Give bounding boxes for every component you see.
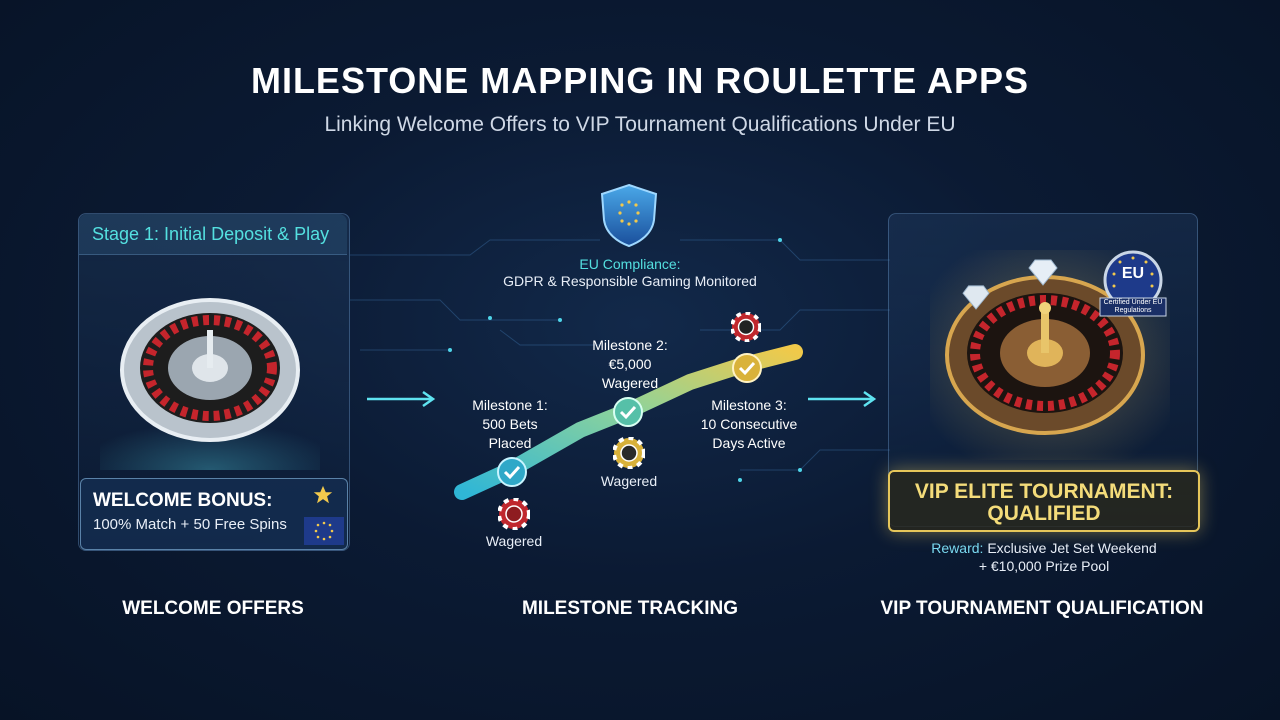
checkmark-icon xyxy=(497,457,527,487)
column-label-vip: VIP TOURNAMENT QUALIFICATION xyxy=(880,598,1204,619)
milestone-1: Milestone 1: 500 Bets Placed xyxy=(450,396,570,453)
stage-label: Stage 1: Initial Deposit & Play xyxy=(92,224,330,244)
reward-detail: Exclusive Jet Set Weekend xyxy=(987,540,1157,556)
bonus-title: WELCOME BONUS: xyxy=(93,490,273,511)
column-label-welcome: WELCOME OFFERS xyxy=(122,598,304,619)
checkmark-icon xyxy=(732,353,762,383)
reward-label: Reward: xyxy=(931,540,984,556)
milestone-2: Milestone 2: €5,000 Wagered xyxy=(570,336,690,393)
milestone-3-title: Milestone 3: xyxy=(711,397,787,413)
checkmark-icon xyxy=(613,397,643,427)
milestone-3: Milestone 3: 10 Consecutive Days Active xyxy=(684,396,814,453)
page-title: MILESTONE MAPPING IN ROULETTE APPS xyxy=(250,60,1030,101)
milestone-1-value: 500 Bets xyxy=(482,416,538,432)
casino-chip-icon xyxy=(613,437,645,469)
milestone-3-value: 10 Consecutive xyxy=(700,416,798,432)
roulette-wheel-gold-icon xyxy=(930,250,1170,460)
chip-label-wagered: Wagered xyxy=(485,533,543,549)
welcome-bonus-card xyxy=(80,478,348,550)
milestone-2-title: Milestone 2: xyxy=(592,337,668,353)
reward-line-1: Reward: Exclusive Jet Set Weekend xyxy=(888,540,1200,556)
stage-header xyxy=(79,214,347,255)
arrow-right-icon xyxy=(367,390,436,408)
reward-line-2: + €10,000 Prize Pool xyxy=(978,558,1110,574)
diamond-icon xyxy=(1028,259,1058,286)
compliance-title: EU Compliance: xyxy=(579,256,681,272)
eu-shield-icon xyxy=(600,183,658,248)
column-label-tracking: MILESTONE TRACKING xyxy=(521,598,739,619)
milestone-3-desc: Days Active xyxy=(712,435,786,451)
star-icon xyxy=(313,485,333,504)
milestone-2-value: €5,000 xyxy=(608,356,652,372)
milestone-1-desc: Placed xyxy=(488,435,532,451)
milestone-2-desc: Wagered xyxy=(601,375,659,391)
roulette-wheel-silver-icon xyxy=(100,298,320,470)
eu-flag-icon xyxy=(304,517,344,545)
bonus-detail: 100% Match + 50 Free Spins xyxy=(93,516,287,533)
eu-badge-caption: Certified Under EU Regulations xyxy=(1103,299,1163,314)
page-subtitle: Linking Welcome Offers to VIP Tournament… xyxy=(324,113,956,136)
milestone-1-title: Milestone 1: xyxy=(472,397,548,413)
vip-title: VIP ELITE TOURNAMENT: xyxy=(914,480,1174,503)
compliance-detail: GDPR & Responsible Gaming Monitored xyxy=(503,273,757,289)
diamond-icon xyxy=(962,285,990,310)
vip-qualified-card xyxy=(888,470,1200,532)
casino-chip-icon xyxy=(731,312,761,342)
eu-badge-label: EU xyxy=(1121,265,1145,282)
vip-status: QUALIFIED xyxy=(987,502,1101,525)
chip-label-wagered: Wagered xyxy=(600,473,658,489)
eu-certification-badge-icon xyxy=(1099,250,1167,317)
casino-chip-icon xyxy=(498,498,530,530)
arrow-right-icon xyxy=(808,390,877,408)
